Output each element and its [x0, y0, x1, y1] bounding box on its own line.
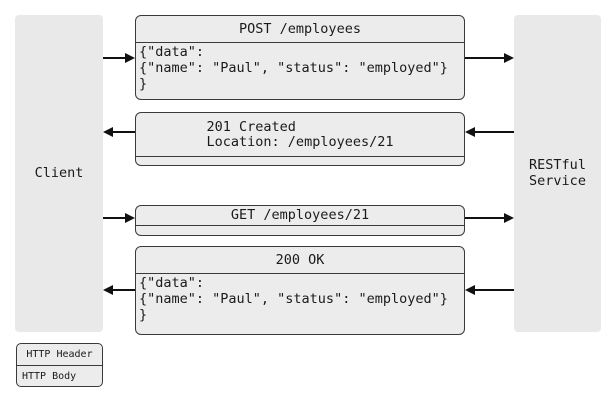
- created-response-arrow-client-icon: [103, 126, 135, 137]
- http-body-created: [136, 157, 464, 161]
- arrow-head-right-icon: [504, 212, 514, 223]
- arrow-head-left-icon: [465, 126, 475, 137]
- message-post-request: POST /employees {"data": {"name": "Paul"…: [135, 15, 465, 100]
- post-request-arrow-service-icon: [465, 52, 514, 63]
- legend-http-header-label: HTTP Header: [26, 349, 93, 360]
- http-header-get-text: GET /employees/21: [230, 207, 370, 223]
- arrow-shaft: [473, 289, 514, 291]
- arrow-head-left-icon: [103, 126, 113, 137]
- http-header-post: POST /employees: [136, 16, 464, 43]
- http-header-ok-text: 200 OK: [275, 251, 325, 268]
- http-header-post-text: POST /employees: [239, 20, 361, 37]
- post-request-arrow-client-icon: [103, 52, 135, 63]
- http-body-post-text: {"data": {"name": "Paul", "status": "emp…: [139, 44, 448, 92]
- legend-http-header-cell: HTTP Header: [17, 344, 102, 366]
- http-body-post: {"data": {"name": "Paul", "status": "emp…: [136, 43, 464, 94]
- message-get-request: GET /employees/21: [135, 205, 465, 236]
- arrow-shaft: [465, 217, 506, 219]
- arrow-head-right-icon: [504, 52, 514, 63]
- legend: HTTP Header HTTP Body: [16, 343, 103, 387]
- http-header-created: 201 Created Location: /employees/21: [136, 113, 464, 157]
- arrow-head-left-icon: [103, 284, 113, 295]
- legend-http-body-label: HTTP Body: [22, 371, 77, 382]
- http-body-ok-text: {"data": {"name": "Paul", "status": "emp…: [139, 275, 448, 323]
- message-ok-response: 200 OK {"data": {"name": "Paul", "status…: [135, 246, 465, 335]
- legend-http-body-cell: HTTP Body: [17, 366, 102, 386]
- arrow-head-right-icon: [125, 52, 135, 63]
- ok-response-arrow-service-icon: [465, 284, 514, 295]
- arrow-shaft: [103, 217, 127, 219]
- arrow-shaft: [111, 289, 135, 291]
- arrow-head-left-icon: [465, 284, 475, 295]
- http-header-get: GET /employees/21: [136, 206, 464, 226]
- arrow-shaft: [465, 57, 506, 59]
- get-request-arrow-service-icon: [465, 212, 514, 223]
- arrow-shaft: [111, 131, 135, 133]
- arrow-shaft: [103, 57, 127, 59]
- message-created-response: 201 Created Location: /employees/21: [135, 112, 465, 166]
- get-request-arrow-client-icon: [103, 212, 135, 223]
- restful-service-label: RESTful Service: [529, 157, 586, 189]
- restful-service-panel: RESTful Service: [514, 15, 601, 332]
- arrow-shaft: [473, 131, 514, 133]
- http-header-ok: 200 OK: [136, 247, 464, 274]
- http-body-get: [136, 226, 464, 230]
- client-label: Client: [34, 164, 84, 181]
- http-header-created-text: 201 Created Location: /employees/21: [206, 118, 394, 150]
- created-response-arrow-service-icon: [465, 126, 514, 137]
- arrow-head-right-icon: [125, 212, 135, 223]
- http-body-ok: {"data": {"name": "Paul", "status": "emp…: [136, 274, 464, 325]
- client-panel: Client: [15, 15, 103, 332]
- ok-response-arrow-client-icon: [103, 284, 135, 295]
